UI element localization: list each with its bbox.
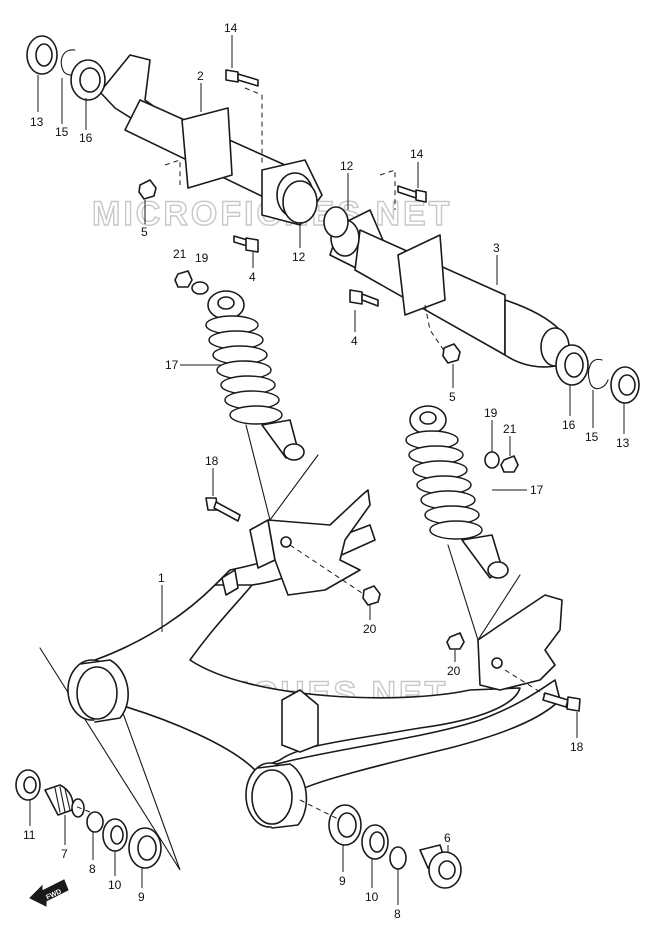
callout-13-upper-right: 13 (616, 436, 630, 450)
callout-17-right: 17 (530, 483, 544, 497)
right-shock-spring (405, 430, 483, 540)
upper-right-bolt-4 (349, 289, 379, 307)
callout-21-right: 21 (503, 422, 517, 436)
callout-18-left: 18 (205, 454, 219, 468)
callout-2: 2 (197, 69, 204, 83)
upper-right-o-ring-12 (323, 206, 349, 238)
swingarm (39, 489, 563, 871)
right-shock-absorber (405, 405, 521, 642)
callout-20-left: 20 (363, 622, 377, 636)
callout-19-right: 19 (484, 406, 498, 420)
lower-right-seal-10 (361, 824, 389, 860)
callout-4-upper-left: 4 (249, 270, 256, 284)
lower-right-bearing-9 (328, 804, 362, 846)
lower-left-bearing-9 (128, 827, 162, 869)
right-washer-19 (484, 451, 500, 469)
callout-18-right: 18 (570, 740, 584, 754)
callout-15-upper-left: 15 (55, 125, 69, 139)
upper-right-bearing-16 (555, 344, 589, 386)
callout-20-right: 20 (447, 664, 461, 678)
callout-14-upper-right: 14 (410, 147, 424, 161)
lower-left-seal-10 (102, 818, 128, 852)
upper-left-o-ring-12 (282, 180, 318, 224)
callout-13-upper-left: 13 (30, 115, 44, 129)
callout-12-upper-right: 12 (340, 159, 354, 173)
callout-15-upper-right: 15 (585, 430, 599, 444)
upper-right-seal-13 (610, 366, 640, 404)
upper-left-nut-5 (138, 179, 157, 200)
right-nut-21 (500, 455, 519, 473)
left-shock-absorber (205, 290, 319, 522)
callout-9-lower-left: 9 (138, 890, 145, 904)
upper-left-bearing-16 (70, 59, 106, 101)
callout-16-upper-left: 16 (79, 131, 93, 145)
callout-5-upper-right: 5 (449, 390, 456, 404)
upper-right-nut-5 (442, 343, 461, 364)
callout-6: 6 (444, 831, 451, 845)
right-bolt-18 (542, 692, 581, 712)
callout-5-upper-left: 5 (141, 225, 148, 239)
callout-1: 1 (158, 571, 165, 585)
upper-right-circlip-15 (587, 358, 609, 390)
upper-left-bolt-4 (233, 235, 259, 253)
upper-left-bolt-14 (225, 69, 259, 87)
callout-10-lower-left: 10 (108, 878, 122, 892)
left-shock-spring (205, 315, 283, 425)
callout-8-lower-left: 8 (89, 862, 96, 876)
callout-12-upper-left: 12 (292, 250, 306, 264)
callout-11: 11 (23, 828, 36, 842)
callout-8-lower-right: 8 (394, 907, 401, 921)
right-spacer-tube (329, 209, 570, 368)
upper-left-seal-13 (26, 35, 58, 75)
callout-19-left: 19 (195, 251, 209, 265)
lower-left-washer-8 (86, 811, 104, 833)
callout-4-upper-right: 4 (351, 334, 358, 348)
callout-3: 3 (493, 241, 500, 255)
callout-17-left: 17 (165, 358, 179, 372)
left-washer-19 (191, 281, 209, 295)
left-nut-20 (362, 585, 381, 606)
adjuster-bolt-7 (44, 784, 85, 818)
right-nut-20 (446, 632, 465, 650)
lock-nut-11 (15, 769, 41, 801)
left-bolt-18 (205, 497, 241, 522)
callout-16-upper-right: 16 (562, 418, 576, 432)
pivot-shaft-6 (419, 844, 462, 889)
callout-9-lower-right: 9 (339, 874, 346, 888)
fwd-arrow-icon: FWD (29, 879, 69, 907)
upper-right-bolt-14 (397, 185, 427, 203)
callout-21-left: 21 (173, 247, 187, 261)
callout-14-upper-left: 14 (224, 21, 238, 35)
callout-10-lower-right: 10 (365, 890, 379, 904)
left-nut-21 (174, 270, 193, 288)
lower-right-washer-8 (389, 846, 407, 870)
callout-7: 7 (61, 847, 68, 861)
